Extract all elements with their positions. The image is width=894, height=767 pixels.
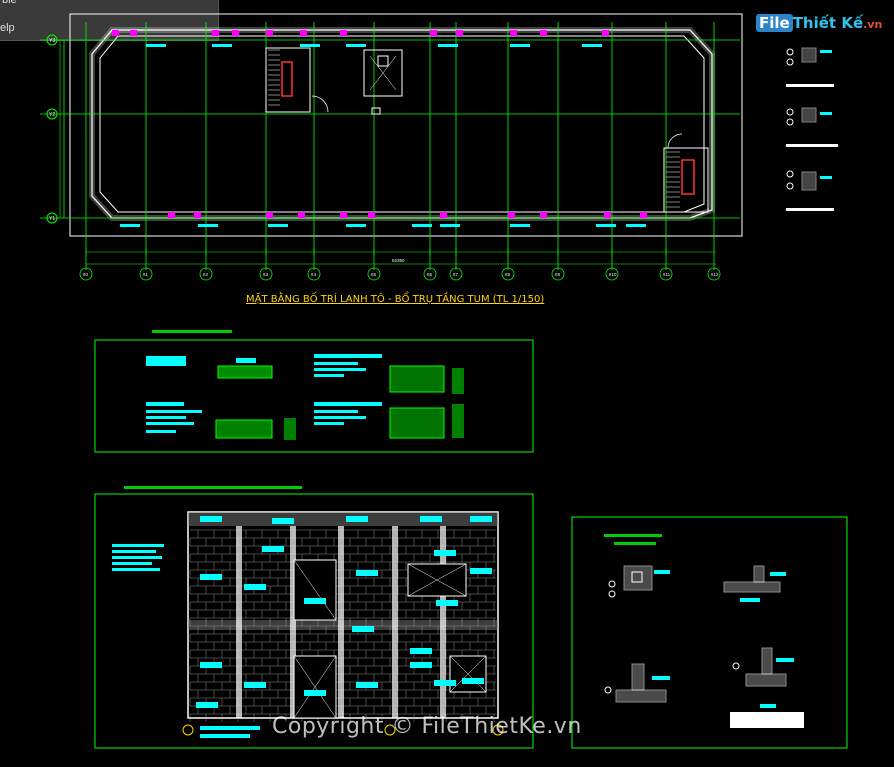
col-axis-label: X5: [371, 272, 377, 277]
menu-fragment-2[interactable]: elp: [0, 22, 15, 34]
col-axis-label: X0: [83, 272, 89, 277]
row-axis-label: Y2: [49, 112, 55, 118]
col-axis-label: X9: [555, 272, 561, 277]
floor-plan: Y3 Y2 Y1 52350 X0 X1 X2 X3 X4 X5 X6 X7 X8 X9 X10 X1…: [40, 13, 743, 281]
plan-title: MẶT BẰNG BỐ TRÍ LANH TÔ - BỔ TRỤ TẦNG TU…: [246, 294, 545, 305]
menu-fragment-1[interactable]: ble: [2, 0, 17, 6]
col-axis-label: X6: [427, 272, 433, 277]
col-axis-label: X3: [263, 272, 269, 277]
col-axis-label: X2: [203, 272, 209, 277]
brand-part-1: File: [756, 14, 793, 32]
row-axis-label: Y1: [49, 216, 55, 222]
row-axis-label: Y3: [49, 38, 55, 44]
col-axis-label: X1: [143, 272, 149, 277]
col-axis-label: X4: [311, 272, 317, 277]
row-axis-markers: Y3 Y2 Y1: [46, 34, 65, 224]
copyright-watermark: Copyright © FileThietKe.vn: [272, 714, 582, 739]
overall-dimension: 52350: [392, 258, 405, 263]
col-axis-label: X7: [453, 272, 459, 277]
col-axis-label: X8: [505, 272, 511, 277]
col-axis-label: X12: [711, 272, 720, 277]
detail-box-sections: [571, 516, 848, 749]
brand-part-2: Thiết Kế: [792, 14, 864, 32]
col-axis-label: X10: [609, 272, 618, 277]
brand-part-3: .vn: [863, 18, 883, 31]
detail-box-elevation: [94, 486, 534, 749]
detail-box-lintel: [94, 330, 534, 453]
col-axis-label: X11: [663, 272, 671, 277]
legend-details: [786, 47, 838, 211]
app-menu-fragment: ble elp: [0, 0, 219, 41]
